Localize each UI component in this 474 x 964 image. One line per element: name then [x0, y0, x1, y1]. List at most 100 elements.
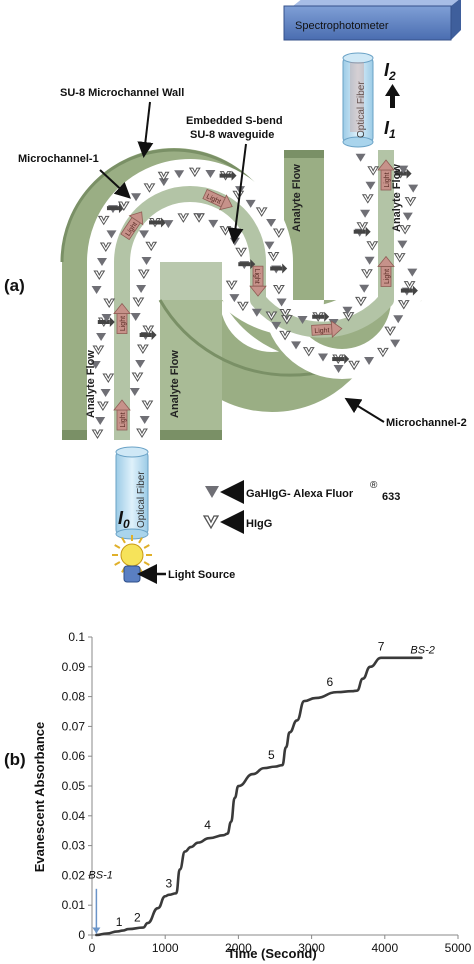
flow-arrow-icon [149, 220, 162, 225]
higg-particle [366, 241, 379, 251]
waveguide-label-line2: SU-8 waveguide [190, 129, 274, 141]
higg-particle [117, 201, 130, 211]
higg-particle [99, 242, 112, 253]
flow-arrow-icon [312, 314, 325, 319]
data-annotation: 6 [327, 675, 334, 689]
flow-arrow-head [118, 203, 124, 214]
gahigg-particle [342, 306, 353, 315]
y-tick-label: 0.05 [62, 779, 86, 793]
higg-particle [348, 360, 361, 371]
gahigg-particle [398, 165, 409, 174]
gahigg-particle [365, 181, 376, 190]
flow-arrow-head [365, 226, 371, 237]
light-arrow-label: Light [253, 269, 260, 284]
higg-particle [132, 297, 145, 307]
higg-particle [384, 326, 397, 337]
y-tick-label: 0.03 [62, 839, 86, 853]
gahigg-particle [158, 178, 169, 187]
gahigg-particle [174, 170, 185, 179]
higg-particle [267, 252, 280, 262]
svg-text:I2: I2 [384, 60, 396, 83]
flow-arrow-head [161, 217, 167, 228]
flow-arrow-head [231, 170, 237, 181]
higg-particle [91, 429, 104, 439]
data-annotation: 7 [378, 639, 385, 653]
light-arrow: Light [377, 159, 395, 191]
panel-b-chart: (b) Evanescent Absorbance Time (Second) … [4, 630, 472, 961]
gahigg-particle [264, 241, 275, 250]
gahigg-particle [251, 308, 262, 317]
light-arrow: Light [249, 265, 267, 297]
gahigg-particle [333, 364, 344, 373]
y-tick-label: 0.01 [62, 898, 86, 912]
flow-arrow-icon [106, 206, 119, 211]
light-arrow: Light [113, 302, 131, 334]
gahigg-particle [138, 230, 149, 239]
gahigg-particle [141, 257, 152, 266]
gahigg-particle [276, 298, 287, 307]
gahigg-particle [408, 184, 419, 193]
svg-text:I1: I1 [384, 118, 396, 141]
gahigg-particle [364, 357, 375, 366]
gahigg-particle [205, 169, 216, 178]
gahigg-particle [100, 389, 111, 397]
gahigg-particle [271, 321, 282, 330]
data-annotation: 4 [204, 818, 211, 832]
gahigg-particle [136, 285, 147, 293]
y-tick-label: 0.08 [62, 690, 86, 704]
gahigg-particle [96, 333, 107, 341]
flow-arrow-icon [394, 171, 407, 176]
flow-arrow-head [151, 330, 157, 340]
data-annotation: 5 [268, 748, 275, 762]
higg-particle [157, 171, 170, 182]
y-tick-label: 0.09 [62, 660, 86, 674]
gahigg-particle [318, 353, 329, 362]
higg-particle [403, 281, 416, 291]
data-annotation: 1 [116, 915, 123, 929]
higg-particle [143, 183, 156, 193]
gahigg-particle [91, 286, 102, 294]
gahigg-particle [266, 219, 277, 228]
gahigg-particle [359, 284, 370, 293]
light-arrow-label: Light [120, 412, 127, 427]
legend: GaHIgG- Alexa Fluor ® 633 HIgG [202, 480, 400, 534]
gahigg-particle [208, 219, 219, 228]
gahigg-particle [135, 360, 146, 368]
y-tick-label: 0.07 [62, 719, 86, 733]
legend-633-label: 633 [382, 491, 400, 503]
gahigg-particle [229, 294, 240, 303]
higg-particle [145, 241, 158, 252]
higg-particle [272, 228, 285, 238]
flow-arrow-icon [139, 333, 152, 337]
data-annotation: 3 [166, 876, 173, 890]
legend-higg-label: HIgG [246, 518, 272, 530]
waveguide-label-line1: Embedded S-bend [186, 115, 283, 127]
optical-fiber-bottom: Optical Fiber I0 [115, 446, 149, 540]
legend-registered-mark: ® [370, 480, 378, 491]
gahigg-particle [163, 220, 174, 229]
higg-particle [93, 270, 106, 280]
panel-a-schematic: (a) Spectrophotometer Optical Fiber I2 I… [4, 0, 467, 584]
flow-arrow-head [109, 317, 115, 327]
gahigg-particle [355, 153, 366, 162]
bs1-arrow-icon [92, 927, 101, 934]
flow-arrow-head [406, 168, 412, 179]
higg-particle [302, 347, 315, 357]
y-tick-label: 0.06 [62, 749, 86, 763]
optical-fiber-top-label: Optical Fiber [356, 81, 367, 138]
gahigg-particle [90, 361, 101, 369]
higg-particle [96, 401, 109, 411]
higg-particle [367, 166, 380, 176]
flow-arrow-head [344, 354, 350, 365]
light-arrow-label: Light [384, 172, 391, 187]
gahigg-particle [97, 258, 108, 267]
light-source-icon [112, 535, 152, 583]
higg-particle [393, 253, 406, 263]
higg-particle [377, 347, 389, 358]
light-arrow: Light [377, 255, 395, 287]
analyte-flow-label-3: Analyte Flow [291, 164, 303, 232]
higg-particle [225, 280, 238, 291]
flow-arrow-icon [353, 229, 366, 234]
flow-arrow-icon [238, 262, 251, 267]
higg-particle [131, 372, 144, 382]
